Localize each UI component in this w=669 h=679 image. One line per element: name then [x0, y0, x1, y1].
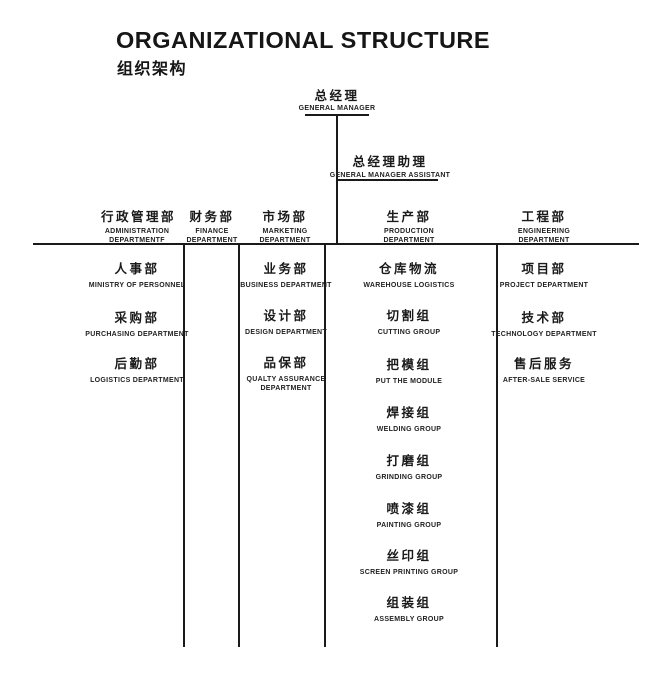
dept-zh-label: 工程部	[521, 210, 567, 224]
node-technology: 技术部 TECHNOLOGY DEPARTMENT	[469, 311, 619, 339]
node-en-label: AFTER-SALE SERVICE	[502, 377, 586, 384]
node-en-label: PUT THE MODULE	[375, 378, 443, 385]
node-warehouse-logistics: 仓库物流 WAREHOUSE LOGISTICS	[334, 262, 484, 290]
node-grinding-group: 打磨组 GRINDING GROUP	[334, 454, 484, 482]
node-design: 设计部 DESIGN DEPARTMENT	[211, 309, 361, 337]
dept-en-label: ADMINISTRATION DEPARTMENTF	[104, 228, 170, 244]
node-painting-group: 喷漆组 PAINTING GROUP	[334, 502, 484, 530]
node-en-label: PROJECT DEPARTMENT	[499, 282, 589, 289]
node-zh-label: 打磨组	[386, 454, 432, 468]
dept-en-label: ENGINEERING DEPARTMENT	[517, 228, 571, 244]
node-zh-label: 丝印组	[386, 549, 432, 563]
node-quality-assurance: 品保部 QUALTY ASSURANCE DEPARTMENT	[228, 356, 344, 393]
dept-en-label: MARKETING DEPARTMENT	[259, 228, 311, 244]
node-zh-label: 项目部	[521, 262, 567, 276]
node-en-label: TECHNOLOGY DEPARTMENT	[491, 331, 597, 338]
node-zh-label: 技术部	[521, 311, 567, 325]
connector-main-bar	[33, 243, 639, 245]
dept-zh-label: 行政管理部	[101, 210, 177, 224]
dept-marketing: 市场部 MARKETING DEPARTMENT	[249, 210, 321, 245]
node-module-group: 把模组 PUT THE MODULE	[334, 358, 484, 386]
dept-production: 生产部 PRODUCTION DEPARTMENT	[373, 210, 445, 245]
node-zh-label: 后勤部	[114, 357, 160, 371]
dept-zh-label: 生产部	[386, 210, 432, 224]
dept-administration: 行政管理部 ADMINISTRATION DEPARTMENTF	[101, 210, 177, 245]
node-en-label: PURCHASING DEPARTMENT	[85, 331, 189, 338]
node-zh-label: 采购部	[114, 311, 160, 325]
node-en-label: SCREEN PRINTING GROUP	[359, 569, 459, 576]
page-subtitle: 组织架构	[117, 61, 188, 78]
node-en-label: WAREHOUSE LOGISTICS	[363, 282, 455, 289]
node-business: 业务部 BUSINESS DEPARTMENT	[211, 262, 361, 290]
dept-en-label: FINANCE DEPARTMENT	[186, 228, 238, 244]
node-en-label: MINISTRY OF PERSONNEL	[88, 282, 186, 289]
node-zh-label: 切割组	[386, 309, 432, 323]
node-zh-label: 售后服务	[513, 357, 574, 371]
node-purchasing: 采购部 PURCHASING DEPARTMENT	[62, 311, 212, 339]
node-zh-label: 总经理助理	[352, 155, 428, 169]
node-en-label: LOGISTICS DEPARTMENT	[90, 377, 184, 384]
connector-column-line-2	[238, 244, 240, 647]
node-after-sale: 售后服务 AFTER-SALE SERVICE	[469, 357, 619, 385]
node-logistics: 后勤部 LOGISTICS DEPARTMENT	[62, 357, 212, 385]
node-zh-label: 品保部	[263, 356, 309, 370]
node-zh-label: 业务部	[263, 262, 309, 276]
dept-finance: 财务部 FINANCE DEPARTMENT	[176, 210, 248, 245]
node-cutting-group: 切割组 CUTTING GROUP	[334, 309, 484, 337]
node-en-label: QUALTY ASSURANCE DEPARTMENT	[246, 376, 326, 392]
connector-assistant-underline	[337, 179, 438, 181]
node-project: 项目部 PROJECT DEPARTMENT	[469, 262, 619, 290]
node-assembly-group: 组装组 ASSEMBLY GROUP	[334, 596, 484, 624]
dept-en-label: PRODUCTION DEPARTMENT	[383, 228, 435, 244]
node-en-label: WELDING GROUP	[376, 426, 442, 433]
connector-column-line-1	[183, 244, 185, 647]
node-en-label: ASSEMBLY GROUP	[374, 616, 444, 623]
dept-zh-label: 市场部	[262, 210, 308, 224]
node-welding-group: 焊接组 WELDING GROUP	[334, 406, 484, 434]
node-en-label: CUTTING GROUP	[377, 329, 441, 336]
node-zh-label: 设计部	[263, 309, 309, 323]
node-gm-assistant: 总经理助理 GENERAL MANAGER ASSISTANT	[320, 155, 460, 180]
node-zh-label: 焊接组	[386, 406, 432, 420]
node-zh-label: 组装组	[386, 596, 432, 610]
node-zh-label: 仓库物流	[378, 262, 439, 276]
node-zh-label: 总经理	[314, 89, 360, 103]
node-general-manager: 总经理 GENERAL MANAGER	[267, 89, 407, 113]
node-en-label: BUSINESS DEPARTMENT	[240, 282, 332, 289]
page-title: ORGANIZATIONAL STRUCTURE	[116, 27, 491, 53]
node-en-label: GRINDING GROUP	[375, 474, 443, 481]
connector-column-line-3	[324, 244, 326, 647]
node-zh-label: 喷漆组	[386, 502, 432, 516]
node-zh-label: 人事部	[114, 262, 160, 276]
dept-engineering: 工程部 ENGINEERING DEPARTMENT	[508, 210, 580, 245]
node-en-label: DESIGN DEPARTMENT	[245, 329, 327, 336]
node-en-label: PAINTING GROUP	[376, 522, 442, 529]
node-en-label: GENERAL MANAGER	[298, 105, 376, 112]
node-en-label: GENERAL MANAGER ASSISTANT	[329, 172, 451, 179]
dept-zh-label: 财务部	[189, 210, 235, 224]
node-zh-label: 把模组	[386, 358, 432, 372]
node-personnel: 人事部 MINISTRY OF PERSONNEL	[62, 262, 212, 290]
node-screen-printing-group: 丝印组 SCREEN PRINTING GROUP	[334, 549, 484, 577]
connector-column-line-4	[496, 244, 498, 647]
